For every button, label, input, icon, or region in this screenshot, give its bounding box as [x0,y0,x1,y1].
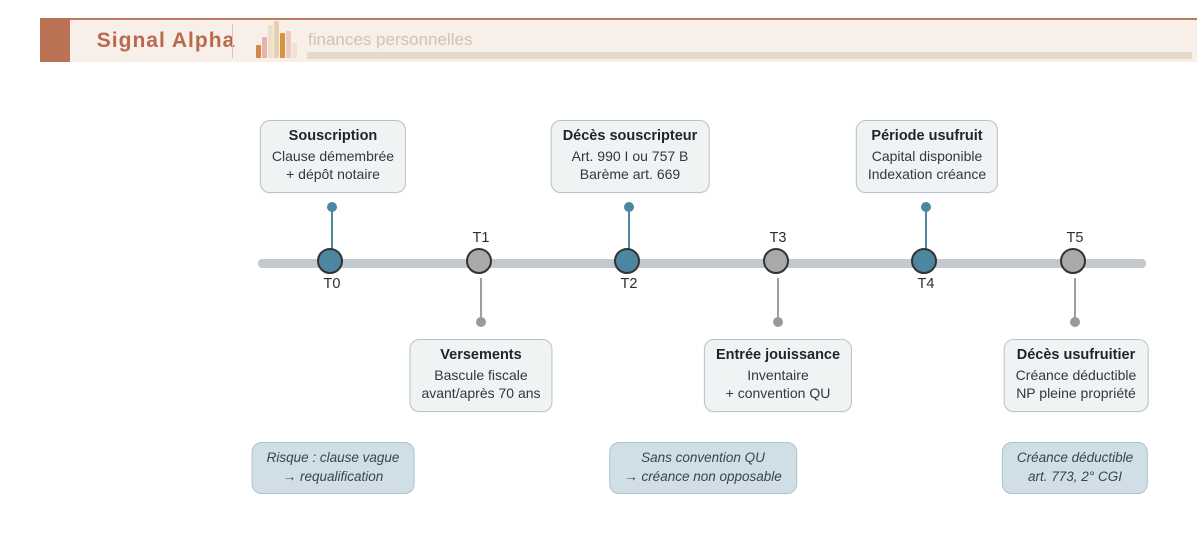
event-title: Décès souscripteur [562,128,698,144]
event-line: Clause démembrée [271,148,395,164]
event-title: Souscription [288,128,378,144]
event-title: Entrée jouissance [715,347,841,363]
bar-chart-icon-bar [255,45,261,58]
connector-line [480,278,482,318]
brand-name: Signal Alpha [96,29,236,52]
event-line: Barème art. 669 [579,166,681,183]
event-line: Indexation créance [867,166,987,183]
bar-chart-icon-bar [261,37,267,58]
bar-chart-icon-bar [285,31,291,58]
bar-chart-icon-bar [291,43,297,58]
timeline-node-t4 [910,247,937,274]
connector-line [1074,278,1076,318]
node-label-t2: T2 [620,276,638,292]
app-header: Signal Alpha finances personnelles [40,18,1197,62]
node-label-t3: T3 [769,230,787,246]
event-line: avant/après 70 ans [421,385,541,402]
event-title: Décès usufruitier [1016,347,1136,363]
event-line: + dépôt notaire [286,166,380,183]
note-line: Risque : clause vague [266,450,400,465]
note-line: → créance non opposable [624,468,782,484]
event-line: Inventaire [747,367,809,383]
event-title: Période usufruit [871,128,983,144]
event-line: NP pleine propriété [1016,385,1136,402]
bar-chart-icon-bar [273,21,279,58]
note-creance-deductible: Créance déductible art. 773, 2° CGI [1001,442,1149,494]
timeline-node-t2 [613,247,640,274]
event-title: Versements [440,347,522,363]
timeline-node-t1 [465,247,492,274]
note-line: art. 773, 2° CGI [1028,468,1122,484]
connector-dot [624,202,634,212]
note-line: Créance déductible [1016,450,1134,465]
node-label-t0: T0 [323,276,341,292]
connector-dot [1070,317,1080,327]
timeline-node-t5 [1059,247,1086,274]
node-label-t4: T4 [917,276,935,292]
connector-dot [773,317,783,327]
node-label-t5: T5 [1066,230,1084,246]
bar-chart-icon [245,20,307,58]
event-card-deces-souscripteur: Décès souscripteur Art. 990 I ou 757 B B… [550,120,710,193]
node-label-t1: T1 [472,230,490,246]
event-card-entree-jouissance: Entrée jouissance Inventaire + conventio… [703,339,853,412]
timeline-bar [258,259,1146,268]
event-line: Créance déductible [1015,367,1137,383]
timeline-node-t0 [316,247,343,274]
event-line: Bascule fiscale [434,367,528,383]
note-risque-requalification: Risque : clause vague → requalification [251,442,415,494]
event-card-deces-usufruitier: Décès usufruitier Créance déductible NP … [1003,339,1149,412]
connector-line [627,211,631,249]
note-line: → requalification [282,468,384,484]
note-line: Sans convention QU [641,450,765,465]
connector-dot [327,202,337,212]
timeline-node-t3 [762,247,789,274]
connector-line [777,278,779,318]
event-line: Capital disponible [871,148,983,164]
connector-dot [476,317,486,327]
brand-square [40,18,70,62]
event-card-souscription: Souscription Clause démembrée + dépôt no… [259,120,407,193]
connector-dot [921,202,931,212]
note-sans-convention: Sans convention QU → créance non opposab… [609,442,797,494]
event-line: + convention QU [725,385,831,402]
subtitle-underline [307,52,1192,59]
page-title: finances personnelles [308,30,473,49]
bar-chart-icon-bar [267,25,273,58]
event-line: Art. 990 I ou 757 B [571,148,689,164]
connector-line [330,211,334,249]
connector-line [924,211,928,249]
header-divider [232,24,233,58]
event-card-versements: Versements Bascule fiscale avant/après 7… [409,339,553,412]
bar-chart-icon-bar [279,33,285,58]
event-card-periode-usufruit: Période usufruit Capital disponible Inde… [855,120,999,193]
